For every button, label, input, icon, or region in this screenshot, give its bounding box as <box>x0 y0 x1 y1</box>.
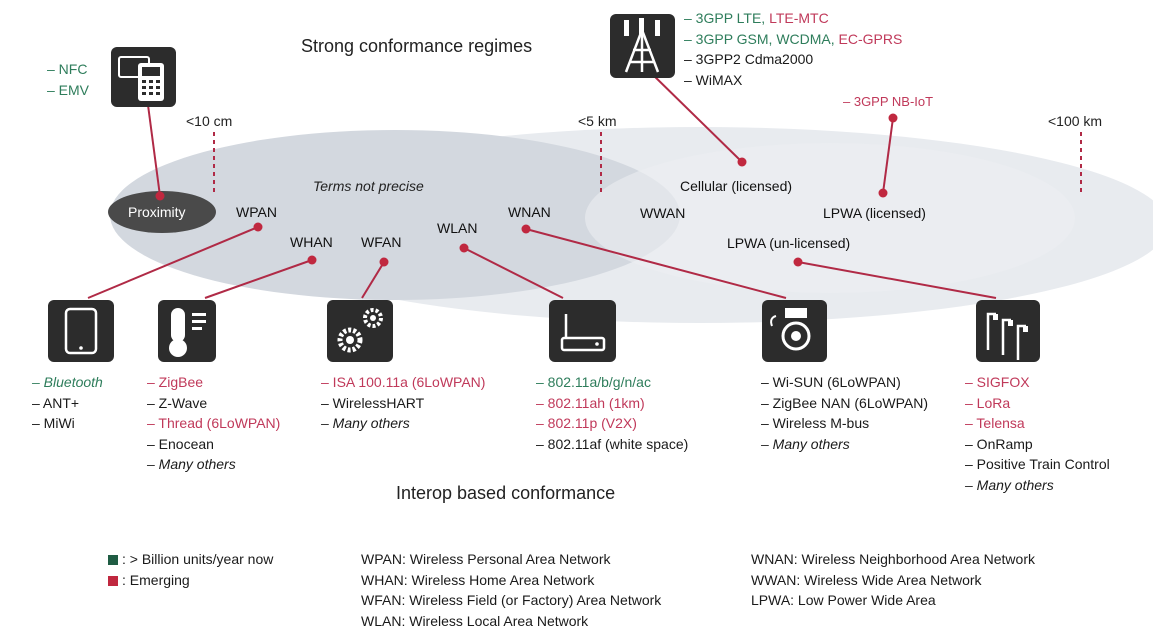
thermostat-icon <box>158 300 216 362</box>
meter-icon <box>762 300 827 362</box>
legend-billion: : > Billion units/year now <box>108 549 273 570</box>
list-item: – ANT+ <box>32 394 80 411</box>
list-item: – 802.11af (white space) <box>536 435 689 452</box>
street-lights-icon <box>976 300 1040 362</box>
list-item: – 802.11p (V2X) <box>536 415 637 431</box>
list-item: – EMV <box>47 81 90 98</box>
list-item: – LoRa <box>965 394 1011 411</box>
nbiot-label: – 3GPP NB-IoT <box>843 94 934 109</box>
wnan-tech-list: – Wi-SUN (6LoWPAN) – ZigBee NAN (6LoWPAN… <box>761 372 928 454</box>
list-item: – Z-Wave <box>147 394 208 411</box>
list-item: – Wireless M-bus <box>761 415 870 431</box>
list-item: – Wi-SUN (6LoWPAN) <box>761 374 901 390</box>
list-item: – Many others <box>965 476 1054 493</box>
list-item: – ISA 100.11a (6LoWPAN) <box>321 374 486 390</box>
lpwa-ellipse <box>585 143 1075 293</box>
whan-tech-list: – ZigBee – Z-Wave – Thread (6LoWPAN) – E… <box>147 372 280 475</box>
zone-lpwa-unlicensed: LPWA (un-licensed) <box>727 235 851 251</box>
zone-wwan: WWAN <box>640 205 686 221</box>
router-icon <box>549 300 616 362</box>
gears-icon <box>327 300 393 362</box>
connector-lines <box>87 69 997 299</box>
list-item: – Bluetooth <box>32 374 103 390</box>
legend-entry: WNAN: Wireless Neighborhood Area Network <box>751 551 1035 567</box>
zone-wnan: WNAN <box>508 204 551 220</box>
acronym-legend-right: WNAN: Wireless Neighborhood Area Network… <box>751 549 1035 611</box>
heading-strong-conformance: Strong conformance regimes <box>301 36 533 56</box>
list-item: – 3GPP GSM, WCDMA, EC-GPRS <box>684 30 903 47</box>
list-item: – WirelessHART <box>321 394 425 411</box>
acronym-legend-left: WPAN: Wireless Personal Area Network WHA… <box>361 549 661 631</box>
list-item: – Many others <box>761 435 850 452</box>
legend-entry: WPAN: Wireless Personal Area Network <box>361 551 611 567</box>
list-item: – OnRamp <box>965 435 1033 452</box>
wfan-tech-list: – ISA 100.11a (6LoWPAN) – WirelessHART –… <box>321 372 485 434</box>
wlan-tech-list: – 802.11a/b/g/n/ac – 802.11ah (1km) – 80… <box>536 372 688 454</box>
list-item: – MiWi <box>32 415 75 431</box>
distance-100km: <100 km <box>1048 113 1103 129</box>
legend-entry: WLAN: Wireless Local Area Network <box>361 612 589 629</box>
proximity-pill <box>108 191 216 233</box>
list-item: – ZigBee NAN (6LoWPAN) <box>761 394 929 411</box>
list-item: – Positive Train Control <box>965 456 1110 472</box>
zone-wfan: WFAN <box>361 234 402 250</box>
list-item: – SIGFOX <box>965 374 1030 390</box>
lan-ellipse <box>110 130 680 300</box>
wpan-tech-list: – Bluetooth – ANT+ – MiWi <box>32 372 103 434</box>
legend-entry: LPWA: Low Power Wide Area <box>751 592 936 608</box>
legend-entry: WWAN: Wireless Wide Area Network <box>751 571 982 588</box>
zone-wlan: WLAN <box>437 220 478 236</box>
list-item: – 3GPP LTE, LTE-MTC <box>684 10 829 26</box>
legend-entry: WFAN: Wireless Field (or Factory) Area N… <box>361 592 662 608</box>
list-item: – WiMAX <box>684 71 743 88</box>
distance-10cm: <10 cm <box>186 113 233 129</box>
zone-lpwa-licensed: LPWA (licensed) <box>823 205 926 221</box>
zone-proximity: Proximity <box>128 204 186 220</box>
green-square-icon <box>108 555 118 565</box>
terms-not-precise-note: Terms not precise <box>313 178 424 194</box>
legend-emerging: : Emerging <box>108 570 273 591</box>
red-square-icon <box>108 575 118 586</box>
tablet-icon <box>48 300 114 362</box>
zone-wpan: WPAN <box>236 204 277 220</box>
zone-whan: WHAN <box>290 234 333 250</box>
list-item: – Thread (6LoWPAN) <box>147 415 281 431</box>
heading-interop-conformance: Interop based conformance <box>396 483 616 503</box>
distance-5km: <5 km <box>578 113 617 129</box>
nfc-list: – NFC – EMV <box>47 59 89 100</box>
list-item: – Telensa <box>965 415 1025 431</box>
list-item: – 802.11a/b/g/n/ac <box>536 374 651 390</box>
list-item: – 802.11ah (1km) <box>536 394 645 411</box>
list-item: – Many others <box>147 456 236 472</box>
status-legend: : > Billion units/year now : Emerging <box>108 549 273 590</box>
zone-cellular: Cellular (licensed) <box>680 178 793 194</box>
list-item: – 3GPP2 Cdma2000 <box>684 51 814 67</box>
cellular-list: – 3GPP LTE, LTE-MTC – 3GPP GSM, WCDMA, E… <box>684 8 902 90</box>
legend-entry: WHAN: Wireless Home Area Network <box>361 571 595 588</box>
connector-dots <box>155 113 898 267</box>
list-item: – Enocean <box>147 435 214 452</box>
list-item: – Many others <box>321 415 410 431</box>
list-item: – NFC <box>47 61 88 77</box>
list-item: – ZigBee <box>147 374 204 390</box>
lpwa-tech-list: – SIGFOX – LoRa – Telensa – OnRamp – Pos… <box>965 372 1110 495</box>
cell-tower-icon <box>610 14 675 78</box>
payment-terminal-icon <box>111 47 176 107</box>
